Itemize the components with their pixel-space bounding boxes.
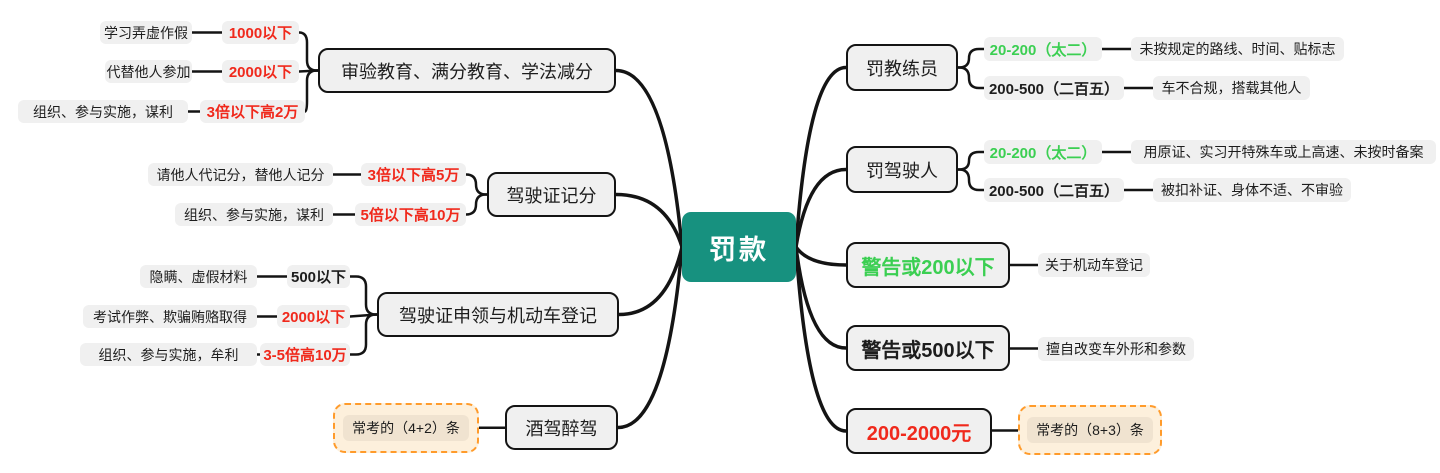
label-fake-learning[interactable]: 学习弄虚作假	[100, 21, 192, 44]
edge-c-l4	[616, 245, 684, 430]
branch-fine-driver[interactable]: 罚驾驶人	[846, 146, 958, 193]
label-organize-profit-3[interactable]: 组织、参与实施，牟利	[80, 343, 257, 366]
label-organize-profit-2[interactable]: 组织、参与实施，谋利	[175, 203, 333, 226]
value-under-2000[interactable]: 2000以下	[222, 60, 299, 83]
branch-warning-or-under-200[interactable]: 警告或200以下	[846, 242, 1010, 288]
note-common-exam-4plus2-label: 常考的（4+2）条	[343, 415, 469, 441]
value-3-5x-max-100k[interactable]: 3-5倍高10万	[260, 343, 350, 366]
edge-l3-v6	[348, 275, 379, 316]
edge-l1-v3	[303, 69, 320, 113]
edge-c-r5	[794, 245, 848, 433]
branch-drunk-driving[interactable]: 酒驾醉驾	[505, 405, 618, 450]
value-3x-max-20k[interactable]: 3倍以下高2万	[200, 100, 305, 123]
central-topic-fine[interactable]: 罚款	[682, 212, 796, 282]
branch-license-points[interactable]: 驾驶证记分	[487, 172, 616, 217]
desc-vehicle-registration[interactable]: 关于机动车登记	[1038, 253, 1150, 277]
edge-r1-r1a	[956, 47, 986, 69]
edge-l3-v8	[348, 313, 379, 356]
value-200-500-driver[interactable]: 200-500（二百五）	[984, 178, 1124, 202]
edge-r2-r2b	[956, 168, 986, 192]
label-substitute-attendance[interactable]: 代替他人参加	[105, 60, 192, 83]
value-20-200-driver[interactable]: 20-200（太二）	[984, 140, 1102, 164]
branch-200-2000-yuan[interactable]: 200-2000元	[846, 408, 992, 454]
note-common-exam-4plus2[interactable]: 常考的（4+2）条	[333, 403, 479, 453]
value-5x-max-100k[interactable]: 5倍以下高10万	[355, 203, 466, 226]
edge-r2-r2a	[956, 150, 986, 171]
value-under-2000-b[interactable]: 2000以下	[277, 305, 350, 328]
edge-l2-v4	[464, 173, 489, 196]
label-organize-profit-1[interactable]: 组织、参与实施，谋利	[18, 100, 188, 123]
branch-warning-or-under-500[interactable]: 警告或500以下	[846, 325, 1010, 371]
value-20-200-coach[interactable]: 20-200（太二）	[984, 37, 1102, 61]
edge-l1-v1	[297, 31, 320, 72]
edge-c-l2	[614, 192, 684, 249]
edge-l2-v5	[464, 193, 489, 216]
desc-detained-license-health[interactable]: 被扣补证、身体不适、不审验	[1153, 178, 1351, 202]
branch-review-education[interactable]: 审验教育、满分教育、学法减分	[318, 48, 616, 93]
edge-c-l1	[614, 68, 684, 249]
value-200-500-coach[interactable]: 200-500（二百五）	[984, 76, 1124, 100]
edge-c-r3	[794, 245, 848, 267]
desc-original-license-misuse[interactable]: 用原证、实习开特殊车或上高速、未按时备案	[1131, 140, 1436, 164]
branch-license-application-registration[interactable]: 驾驶证申领与机动车登记	[377, 292, 619, 337]
edge-r1-r1b	[956, 66, 986, 90]
label-proxy-points[interactable]: 请他人代记分，替他人记分	[148, 163, 333, 186]
desc-route-time-sign[interactable]: 未按规定的路线、时间、贴标志	[1131, 37, 1344, 61]
note-common-exam-8plus3[interactable]: 常考的（8+3）条	[1018, 405, 1162, 455]
desc-unauthorized-modification[interactable]: 擅自改变车外形和参数	[1038, 337, 1194, 361]
desc-noncompliant-vehicle[interactable]: 车不合规，搭载其他人	[1153, 76, 1310, 100]
branch-fine-coach[interactable]: 罚教练员	[846, 44, 958, 91]
label-conceal-fake-materials[interactable]: 隐瞒、虚假材料	[140, 265, 257, 288]
value-under-1000[interactable]: 1000以下	[222, 21, 299, 44]
edge-c-r1	[794, 65, 848, 249]
edge-c-r2	[794, 167, 848, 249]
note-common-exam-8plus3-label: 常考的（8+3）条	[1027, 417, 1153, 443]
label-exam-cheating-bribery[interactable]: 考试作弊、欺骗贿赂取得	[83, 305, 257, 328]
value-under-500[interactable]: 500以下	[287, 265, 350, 288]
value-3x-max-50k[interactable]: 3倍以下高5万	[361, 163, 466, 186]
edge-c-l3	[617, 245, 684, 317]
